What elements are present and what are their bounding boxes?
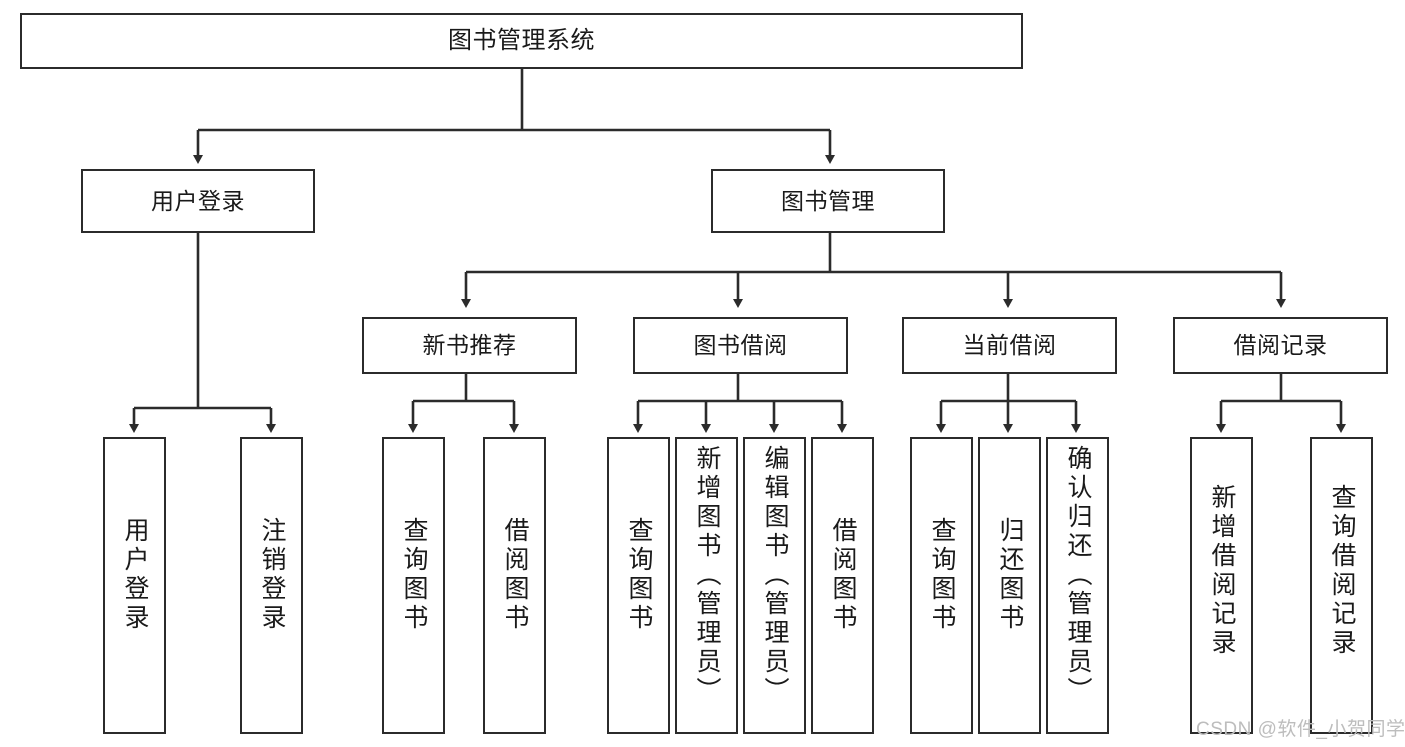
node-leaf-confirm-return-admin[interactable]: 确认归还（管理员） (1046, 437, 1109, 734)
node-leaf-borrow-book-rec[interactable]: 借阅图书 (483, 437, 546, 734)
node-label: 注销登录 (258, 517, 286, 633)
node-label: 图书管理 (781, 187, 875, 214)
node-label: 查询借阅记录 (1328, 484, 1356, 658)
node-label: 图书管理系统 (448, 27, 595, 55)
node-leaf-add-book-admin[interactable]: 新增图书（管理员） (675, 437, 738, 734)
node-current-borrow[interactable]: 当前借阅 (902, 317, 1117, 374)
node-leaf-user-login[interactable]: 用户登录 (103, 437, 166, 734)
node-borrow-record[interactable]: 借阅记录 (1173, 317, 1388, 374)
node-label: 当前借阅 (962, 332, 1057, 359)
node-label: 确认归还（管理员） (1064, 445, 1092, 706)
node-leaf-logout[interactable]: 注销登录 (240, 437, 303, 734)
node-leaf-query-book-current[interactable]: 查询图书 (910, 437, 973, 734)
node-label: 新增借阅记录 (1208, 484, 1236, 658)
node-leaf-borrow-book[interactable]: 借阅图书 (811, 437, 874, 734)
node-new-book-recommend[interactable]: 新书推荐 (362, 317, 577, 374)
node-label: 图书借阅 (693, 332, 788, 359)
node-leaf-edit-book-admin[interactable]: 编辑图书（管理员） (743, 437, 806, 734)
node-leaf-add-borrow-record[interactable]: 新增借阅记录 (1190, 437, 1253, 734)
node-root-system[interactable]: 图书管理系统 (20, 13, 1023, 69)
node-book-management[interactable]: 图书管理 (711, 169, 945, 233)
node-label: 编辑图书（管理员） (761, 445, 789, 706)
node-label: 查询图书 (625, 517, 653, 633)
node-leaf-return-book[interactable]: 归还图书 (978, 437, 1041, 734)
node-label: 查询图书 (928, 517, 956, 633)
watermark-text: CSDN @软件_小贺同学 (1196, 719, 1405, 740)
node-label: 借阅记录 (1233, 332, 1328, 359)
node-leaf-query-borrow-record[interactable]: 查询借阅记录 (1310, 437, 1373, 734)
node-label: 归还图书 (996, 517, 1024, 633)
node-label: 借阅图书 (501, 517, 529, 633)
node-user-login[interactable]: 用户登录 (81, 169, 315, 233)
node-label: 用户登录 (151, 187, 245, 214)
node-book-borrow[interactable]: 图书借阅 (633, 317, 848, 374)
node-leaf-query-book-borrow[interactable]: 查询图书 (607, 437, 670, 734)
node-label: 借阅图书 (829, 517, 857, 633)
node-label: 新增图书（管理员） (693, 445, 721, 706)
node-label: 新书推荐 (422, 332, 517, 359)
node-label: 用户登录 (121, 517, 149, 633)
node-label: 查询图书 (400, 517, 428, 633)
node-leaf-query-book-rec[interactable]: 查询图书 (382, 437, 445, 734)
